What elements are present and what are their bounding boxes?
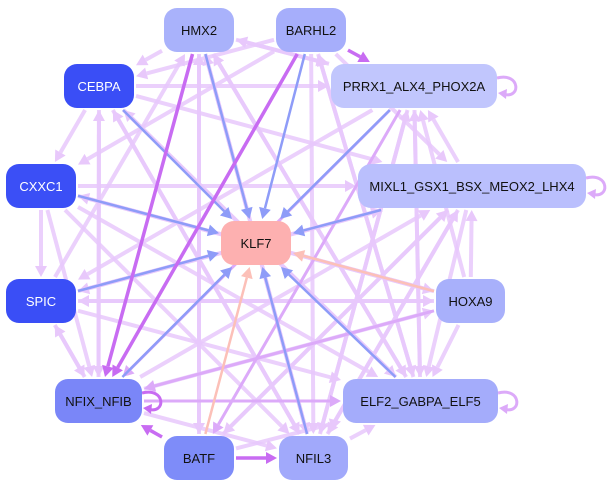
edge-hmx2-to-klf7 bbox=[204, 53, 253, 219]
edge-cebpa-to-cxxc1 bbox=[54, 108, 87, 162]
edge-hoxa9-to-klf7 bbox=[293, 250, 435, 293]
edge-spic-to-klf7 bbox=[77, 250, 219, 293]
edge-barhl2-to-nfix_nfib bbox=[112, 53, 299, 377]
edge-barhl2-to-nfil3 bbox=[307, 53, 320, 434]
edge-prrx1_alx4_phox2a-to-klf7 bbox=[280, 109, 391, 219]
edge-elf2_gabpa_elf5-to-klf7 bbox=[280, 267, 397, 378]
node-hmx2[interactable]: HMX2 bbox=[164, 8, 234, 52]
edge-cxxc1-to-spic bbox=[35, 210, 47, 277]
edge-barhl2-to-prrx1_alx4_phox2a bbox=[347, 48, 370, 63]
edge-batf-to-nfix_nfib bbox=[140, 425, 163, 439]
node-nfix-nfib[interactable]: NFIX_NFIB bbox=[55, 379, 142, 423]
edge-nfil3-to-elf2_gabpa_elf5 bbox=[349, 424, 376, 441]
node-cebpa[interactable]: CEBPA bbox=[64, 64, 134, 108]
edge-hmx2-to-cebpa bbox=[136, 48, 163, 66]
edge-hmx2-to-nfix_nfib bbox=[102, 53, 195, 377]
edge-cxxc1-to-klf7 bbox=[77, 194, 219, 237]
edge-spic-to-hoxa9 bbox=[78, 295, 434, 307]
edge-cebpa-to-klf7 bbox=[122, 109, 232, 219]
edge-mixl1_gsx1_bsx_meox2_lhx4-to-batf bbox=[223, 208, 450, 434]
edge-cxxc1-to-nfil3 bbox=[63, 208, 290, 434]
node-barhl2[interactable]: BARHL2 bbox=[276, 8, 346, 52]
edge-nfix_nfib-to-klf7 bbox=[121, 267, 233, 378]
node-cxxc1[interactable]: CXXC1 bbox=[6, 164, 76, 208]
edge-cebpa-to-nfix_nfib bbox=[92, 109, 105, 377]
edge-barhl2-to-elf2_gabpa_elf5 bbox=[316, 53, 417, 377]
node-batf[interactable]: BATF bbox=[164, 436, 234, 480]
node-nfil3[interactable]: NFIL3 bbox=[279, 436, 348, 480]
edge-elf2_gabpa_elf5-to-elf2_gabpa_elf5 bbox=[497, 390, 519, 414]
node-prrx1-alx4-phox2a[interactable]: PRRX1_ALX4_PHOX2A bbox=[331, 64, 497, 108]
edge-nfix_nfib-to-nfix_nfib bbox=[141, 390, 163, 414]
edge-nfix_nfib-to-nfil3 bbox=[143, 411, 277, 452]
edge-mixl1_gsx1_bsx_meox2_lhx4-to-klf7 bbox=[293, 208, 382, 237]
edge-nfil3-to-klf7 bbox=[259, 267, 309, 435]
edge-cxxc1-to-mixl1_gsx1_bsx_meox2_lhx4 bbox=[78, 180, 356, 192]
node-hoxa9[interactable]: HOXA9 bbox=[436, 279, 505, 323]
edge-barhl2-to-klf7 bbox=[259, 53, 307, 219]
edge-prrx1_alx4_phox2a-to-prrx1_alx4_phox2a bbox=[496, 75, 518, 99]
edge-cebpa-to-nfil3 bbox=[111, 109, 300, 434]
edge-cxxc1-to-elf2_gabpa_elf5 bbox=[77, 205, 379, 377]
edge-batf-to-klf7 bbox=[204, 267, 253, 435]
edge-hoxa9-to-nfix_nfib bbox=[144, 309, 435, 392]
edge-barhl2-to-cxxc1 bbox=[78, 49, 276, 165]
node-elf2-gabpa-elf5[interactable]: ELF2_GABPA_ELF5 bbox=[343, 379, 498, 423]
edge-hoxa9-to-elf2_gabpa_elf5 bbox=[432, 324, 461, 377]
edge-hmx2-to-elf2_gabpa_elf5 bbox=[211, 52, 407, 377]
edge-batf-to-nfil3 bbox=[236, 452, 277, 464]
node-klf7-target[interactable]: KLF7 bbox=[221, 221, 291, 265]
edge-nfix_nfib-to-spic bbox=[54, 325, 87, 378]
edge-prrx1_alx4_phox2a-to-spic bbox=[78, 108, 374, 280]
node-spic[interactable]: SPIC bbox=[6, 279, 76, 323]
edge-mixl1_gsx1_bsx_meox2_lhx4-to-prrx1_alx4_phox2a bbox=[427, 110, 460, 164]
node-mixl1-gsx1-bsx-meox2-lhx4[interactable]: MIXL1_GSX1_BSX_MEOX2_LHX4 bbox=[358, 164, 586, 208]
edge-mixl1_gsx1_bsx_meox2_lhx4-to-mixl1_gsx1_bsx_meox2_lhx4 bbox=[585, 175, 607, 199]
edge-hoxa9-to-mixl1_gsx1_bsx_meox2_lhx4 bbox=[465, 210, 478, 278]
edge-prrx1_alx4_phox2a-to-elf2_gabpa_elf5 bbox=[412, 109, 426, 377]
edge-prrx1_alx4_phox2a-to-batf bbox=[212, 109, 402, 434]
